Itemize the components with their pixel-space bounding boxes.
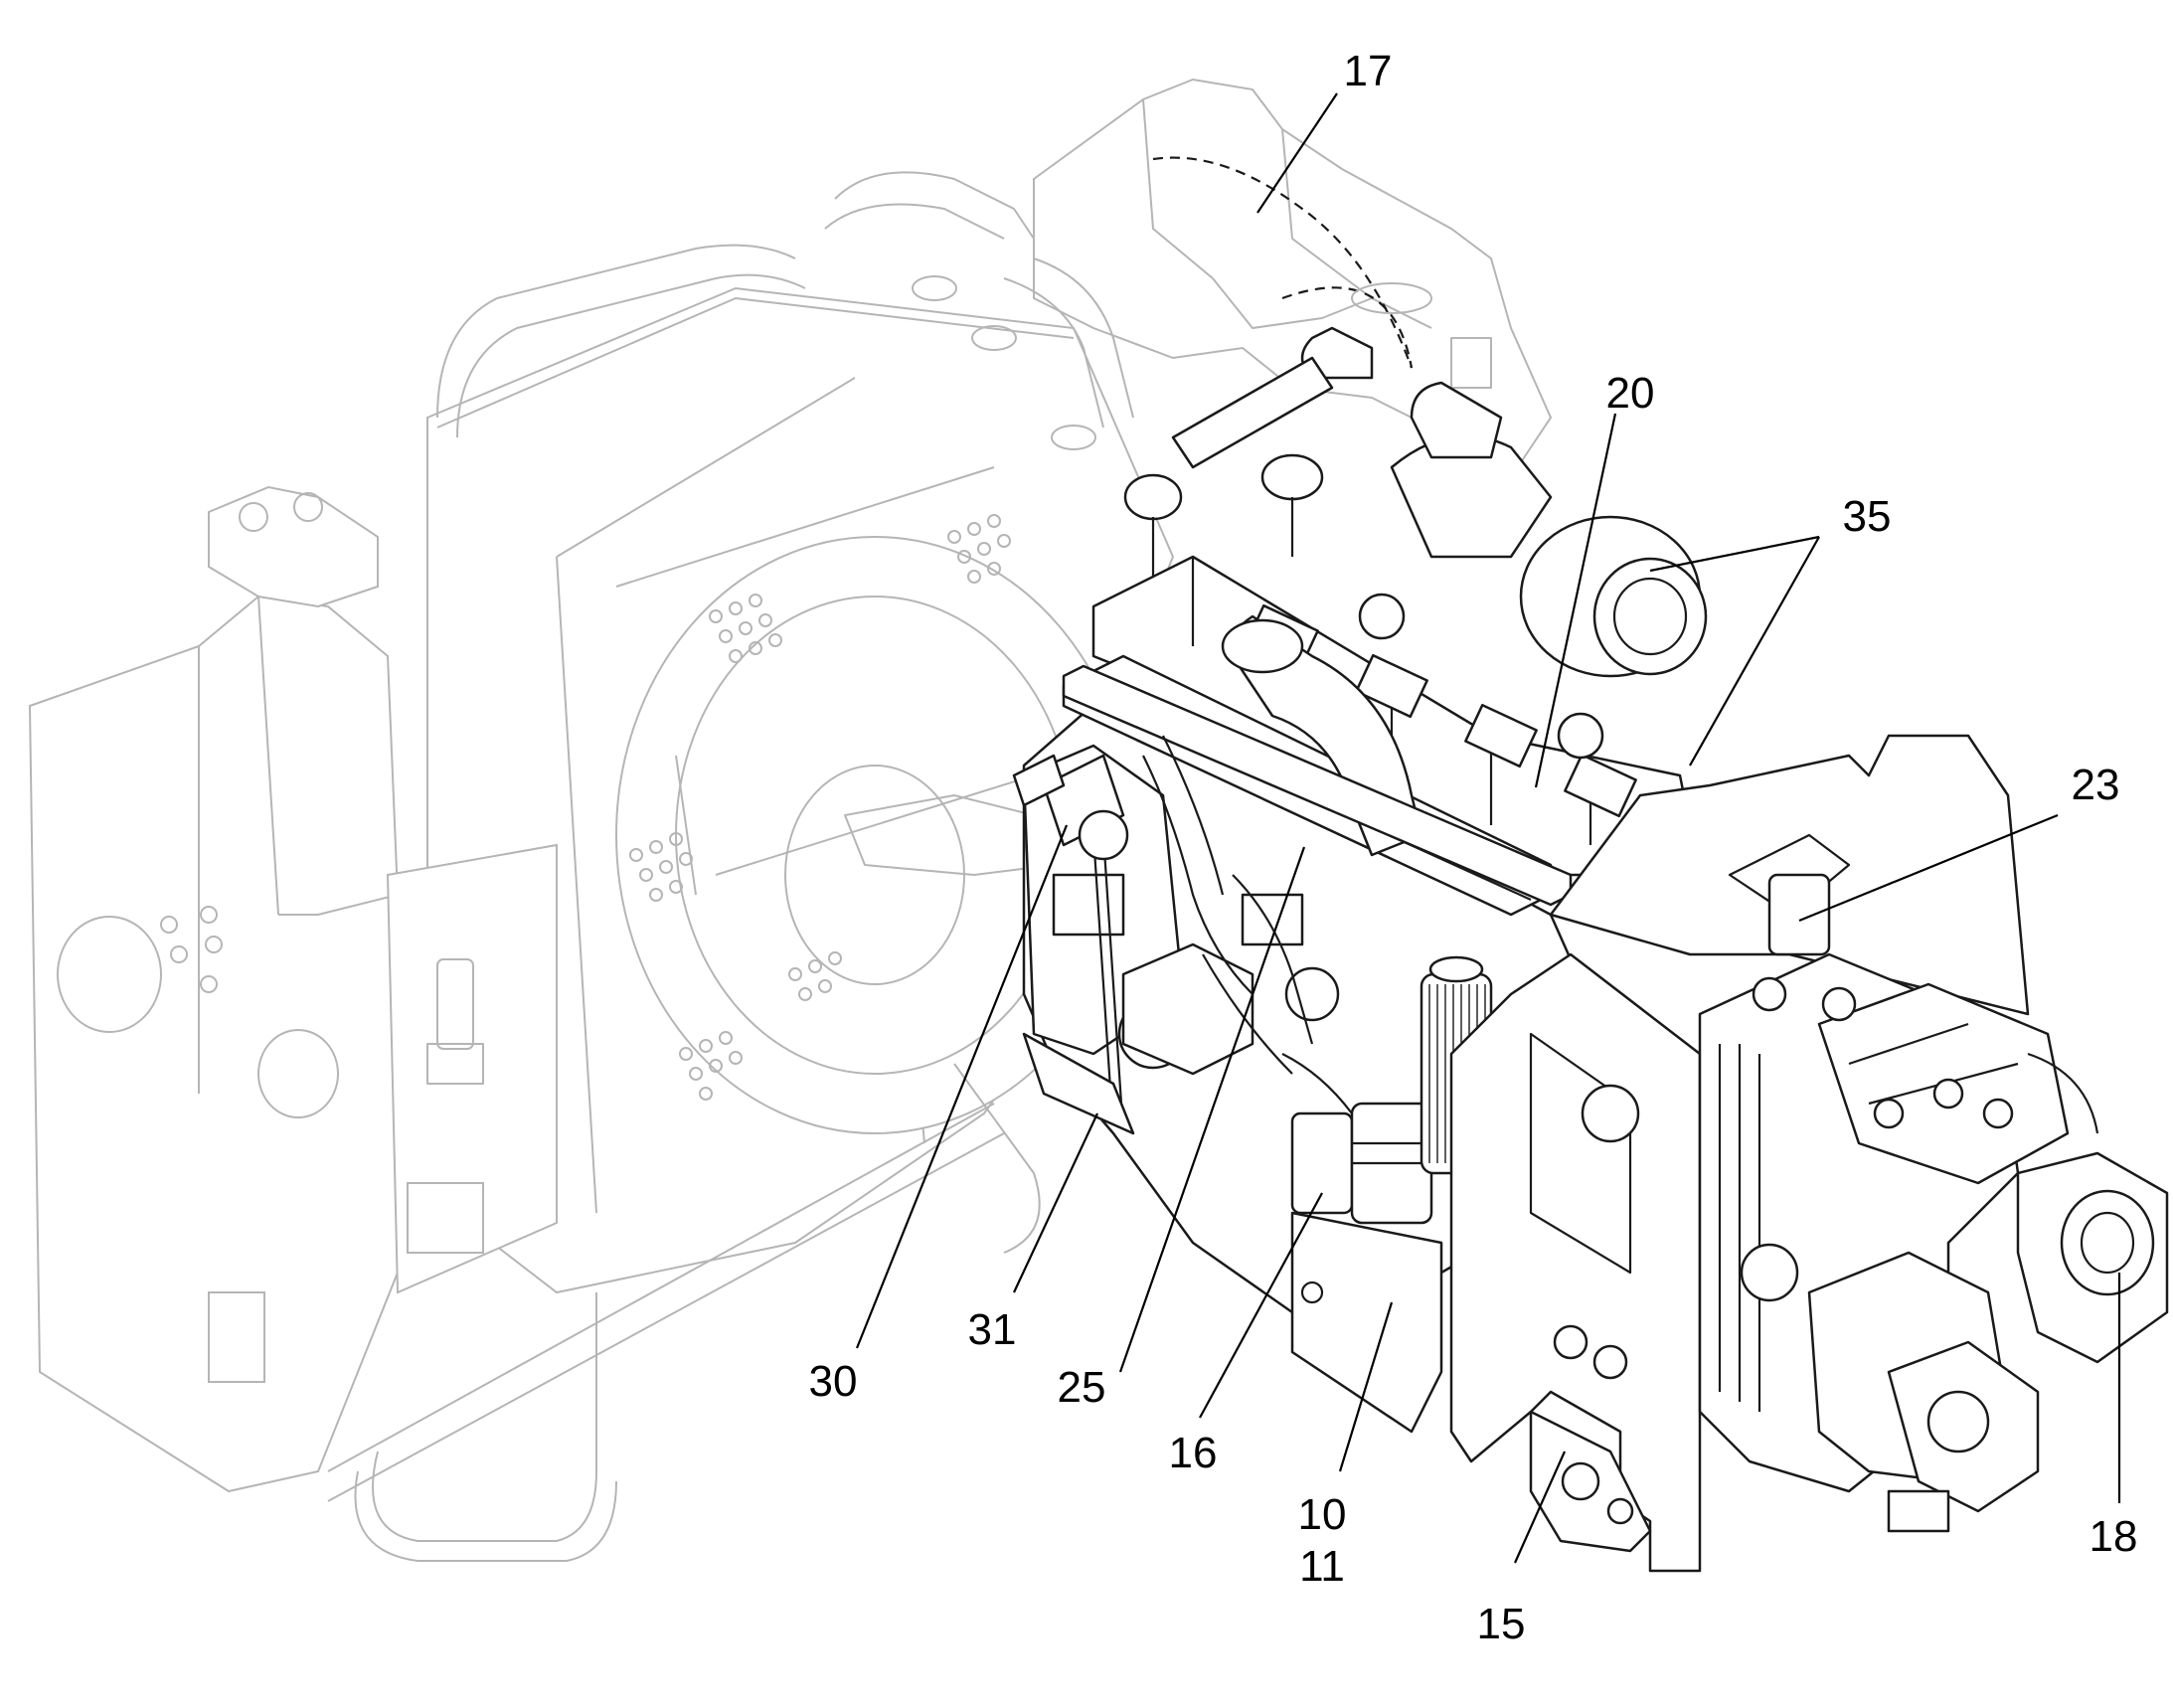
leader-31: [1013, 1112, 1098, 1293]
callout-labels: 17 20 35 23 30 31 25 16 10 11 15 18: [809, 47, 2138, 1648]
leader-10-11: [1338, 1301, 1394, 1472]
callout-25: 25: [1058, 1363, 1106, 1412]
leader-20: [1534, 413, 1617, 788]
leader-17: [1256, 92, 1338, 214]
leader-35a: [1649, 535, 1820, 573]
callout-16: 16: [1169, 1429, 1218, 1477]
leader-25: [1118, 846, 1306, 1373]
callout-35: 35: [1843, 492, 1892, 541]
hydraulic-pumps: [1698, 952, 2169, 1533]
callout-30: 30: [809, 1357, 858, 1406]
leader-lines: [855, 92, 2121, 1564]
callout-10: 10: [1298, 1490, 1347, 1539]
callout-17: 17: [1344, 47, 1393, 95]
leader-23: [1798, 813, 2059, 923]
callout-18: 18: [2089, 1512, 2138, 1561]
callout-20: 20: [1606, 369, 1655, 418]
engine-block: [1012, 326, 1708, 1434]
leader-15: [1513, 1451, 1567, 1564]
callout-15: 15: [1477, 1600, 1526, 1648]
leader-16: [1199, 1192, 1323, 1419]
callout-11: 11: [1299, 1542, 1345, 1591]
leader-35b: [1689, 536, 1820, 767]
leader-30: [855, 824, 1069, 1349]
callout-31: 31: [968, 1305, 1017, 1354]
callout-23: 23: [2072, 761, 2120, 809]
hidden-path-dashed: [1152, 156, 1414, 369]
